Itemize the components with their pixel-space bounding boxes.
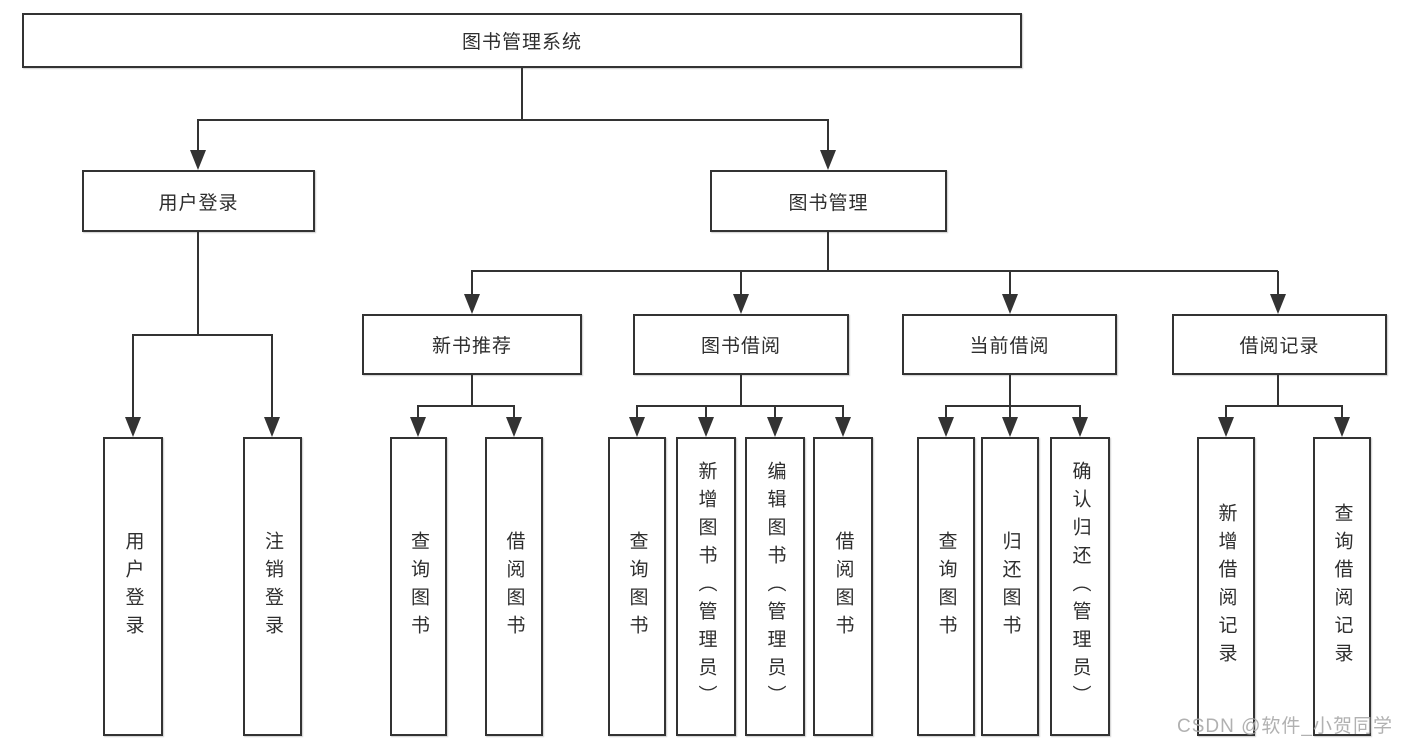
leaf-label: 查询借阅记录 xyxy=(1331,502,1353,671)
node-book-borrowing: 图书借阅 xyxy=(633,314,849,375)
leaf-label: 新增借阅记录 xyxy=(1215,502,1237,671)
node-label: 当前借阅 xyxy=(969,336,1050,357)
node-user-login: 用户登录 xyxy=(82,170,315,232)
leaf-return-books: 归还图书 xyxy=(981,437,1039,736)
leaf-label: 注销登录 xyxy=(262,530,283,643)
leaf-logout-login: 注销登录 xyxy=(243,437,302,736)
leaf-label: 归还图书 xyxy=(999,530,1021,643)
leaf-label: 新增图书（管理员） xyxy=(695,460,717,713)
leaf-query-books-recommend: 查询图书 xyxy=(390,437,447,736)
leaf-label: 借阅图书 xyxy=(832,530,854,643)
leaf-label: 借阅图书 xyxy=(503,530,525,643)
node-current-borrowing: 当前借阅 xyxy=(902,314,1117,375)
leaf-user-login: 用户登录 xyxy=(103,437,163,736)
leaf-label: 确认归还（管理员） xyxy=(1069,460,1091,713)
leaf-confirm-return-admin: 确认归还（管理员） xyxy=(1050,437,1110,736)
leaf-add-books-admin: 新增图书（管理员） xyxy=(676,437,736,736)
leaf-label: 编辑图书（管理员） xyxy=(764,460,786,713)
leaf-label: 用户登录 xyxy=(122,530,144,643)
leaf-query-books-borrowing: 查询图书 xyxy=(608,437,666,736)
leaf-label: 查询图书 xyxy=(408,530,429,643)
node-label: 图书管理系统 xyxy=(461,32,582,53)
leaf-label: 查询图书 xyxy=(626,530,648,643)
node-label: 新书推荐 xyxy=(431,336,512,357)
node-label: 图书管理 xyxy=(788,192,869,214)
node-library-management-system: 图书管理系统 xyxy=(22,13,1022,68)
leaf-query-books-current: 查询图书 xyxy=(917,437,975,736)
leaf-edit-books-admin: 编辑图书（管理员） xyxy=(745,437,805,736)
leaf-borrow-books-recommend: 借阅图书 xyxy=(485,437,543,736)
csdn-watermark: CSDN @软件_小贺同学 xyxy=(1177,716,1393,737)
node-label: 用户登录 xyxy=(158,192,239,214)
node-label: 借阅记录 xyxy=(1239,336,1320,357)
leaf-query-borrow-record: 查询借阅记录 xyxy=(1313,437,1371,736)
node-label: 图书借阅 xyxy=(700,336,781,357)
leaf-add-borrow-record: 新增借阅记录 xyxy=(1197,437,1255,736)
node-book-management: 图书管理 xyxy=(710,170,947,232)
leaf-label: 查询图书 xyxy=(935,530,957,643)
node-new-book-recommend: 新书推荐 xyxy=(362,314,582,375)
node-borrow-records: 借阅记录 xyxy=(1172,314,1387,375)
leaf-borrow-books: 借阅图书 xyxy=(813,437,873,736)
